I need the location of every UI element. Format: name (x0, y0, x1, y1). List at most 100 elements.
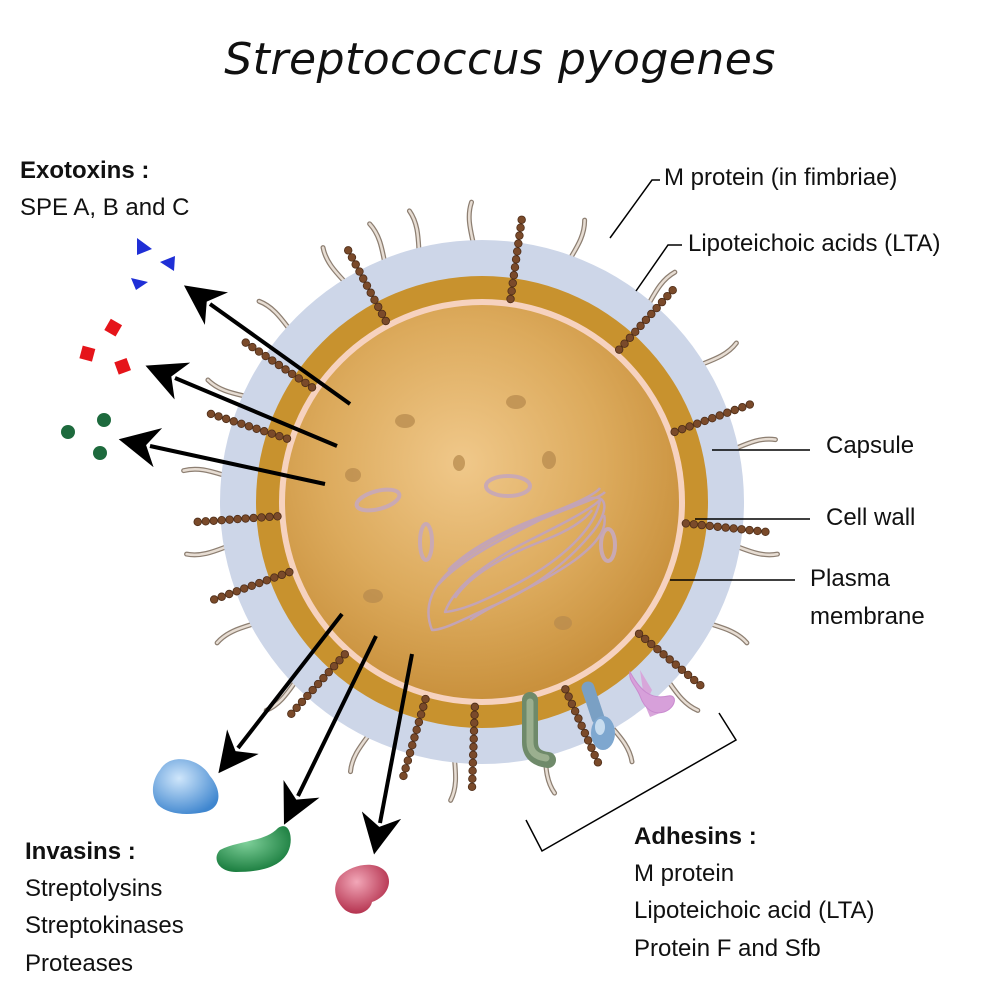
exotoxins-label: Exotoxins : SPE A, B and C (20, 152, 189, 226)
lta-bead (738, 403, 747, 412)
lta-chain (287, 650, 350, 718)
lta-bead (244, 422, 254, 431)
exotoxin-triangle (131, 278, 148, 290)
invasins-item: Streptokinases (25, 912, 184, 940)
arrow-exotoxin-1 (183, 285, 352, 406)
lta-bead (329, 662, 339, 671)
diagram-title: Streptococcus pyogenes (224, 34, 776, 85)
lta-bead (705, 521, 714, 531)
lta-bead (381, 316, 390, 326)
lta-bead (640, 634, 650, 644)
exotoxin-circle (93, 446, 107, 460)
lta-bead (267, 429, 277, 438)
lta-bead (416, 710, 426, 719)
lta-bead (408, 740, 417, 750)
lta-bead (257, 513, 266, 522)
m-protein-callout: M protein (in fimbriae) (664, 164, 898, 191)
lta-bead (285, 567, 294, 577)
lta-bead (689, 675, 699, 685)
lta-bead (723, 408, 732, 417)
lta-bead (700, 416, 709, 426)
adhesin-bracket (525, 712, 738, 853)
lta-bead (657, 297, 667, 307)
exotoxin-square (104, 318, 123, 337)
lta-bead (209, 516, 218, 525)
lta-bead (403, 756, 413, 765)
lta-bead (225, 515, 234, 524)
lta-bead (587, 743, 596, 752)
lta-bead (308, 685, 317, 695)
invasin-green-blob (216, 826, 291, 872)
lta-bead (303, 691, 312, 701)
lta-bead (561, 685, 570, 694)
lta-chain (561, 685, 603, 767)
invasin-red-blob (335, 864, 390, 914)
lta-callout: Lipoteichoic acids (LTA) (688, 230, 941, 257)
lta-bead (292, 703, 301, 713)
lta-bead (335, 656, 344, 665)
lta-bead (261, 351, 270, 361)
lta-bead (217, 592, 226, 601)
lta-bead (737, 525, 746, 534)
lta-bead (685, 422, 694, 431)
lta-bead (419, 702, 428, 711)
invasins-item: Proteases (25, 949, 134, 977)
lta-bead (516, 223, 525, 232)
adhesins-label: Adhesins : M protein Lipoteichoic acid (… (634, 818, 875, 967)
invasin-blobs (152, 759, 390, 914)
capsule-callout: Capsule (826, 432, 915, 459)
lta-bead (301, 378, 310, 388)
lta-bead (636, 321, 645, 331)
lta-bead (580, 728, 590, 738)
lta-bead (625, 333, 635, 342)
lta-chain (344, 246, 390, 326)
cytoplasm (285, 305, 679, 699)
lta-chain (241, 338, 317, 392)
lta-bead (570, 707, 580, 716)
lta-bead (287, 369, 297, 379)
lta-bead (713, 522, 722, 531)
lta-bead (469, 726, 479, 736)
lta-bead (405, 748, 415, 758)
lta-bead (506, 294, 515, 304)
lta-bead (469, 734, 478, 744)
cell-wall-callout: Cell wall (826, 504, 916, 531)
lta-chain (634, 629, 705, 690)
lta-chain (193, 512, 282, 527)
adhesins-item: Protein F and Sfb (634, 934, 821, 962)
lta-bead (631, 327, 640, 337)
lta-bead (671, 660, 681, 669)
lta-bead (232, 587, 241, 596)
ribosome-granules (345, 395, 572, 630)
lta-bead (692, 419, 702, 428)
lta-bead (590, 750, 599, 760)
secretion-arrows (118, 285, 414, 855)
lta-bead (265, 512, 274, 522)
lta-bead (260, 427, 269, 436)
lta-bead (270, 573, 279, 582)
lta-bead (634, 629, 644, 638)
lta-bead (468, 750, 478, 760)
lta-bead (313, 679, 323, 689)
lta-bead (241, 514, 250, 523)
lta-bead (715, 411, 724, 420)
arrow-exotoxin-2 (145, 362, 338, 448)
lta-bead (509, 271, 519, 280)
lta-bead (697, 520, 706, 530)
arrow-invasin-2 (283, 635, 378, 825)
lta-bead (745, 400, 755, 409)
lta-bead (517, 215, 526, 224)
lta-bead (470, 710, 479, 720)
exotoxins-heading: Exotoxins : (20, 157, 150, 184)
nucleoid-dna (427, 487, 606, 632)
leader-lines (525, 179, 810, 853)
lta-bead (683, 670, 693, 680)
lta-bead (277, 570, 287, 580)
lta-chain (506, 215, 526, 304)
lta-chain (209, 567, 294, 604)
lta-bead (351, 260, 360, 269)
exotoxin-triangle (137, 238, 152, 255)
lta-bead (689, 520, 699, 529)
lta-bead (652, 303, 661, 313)
lta-bead (467, 782, 477, 792)
